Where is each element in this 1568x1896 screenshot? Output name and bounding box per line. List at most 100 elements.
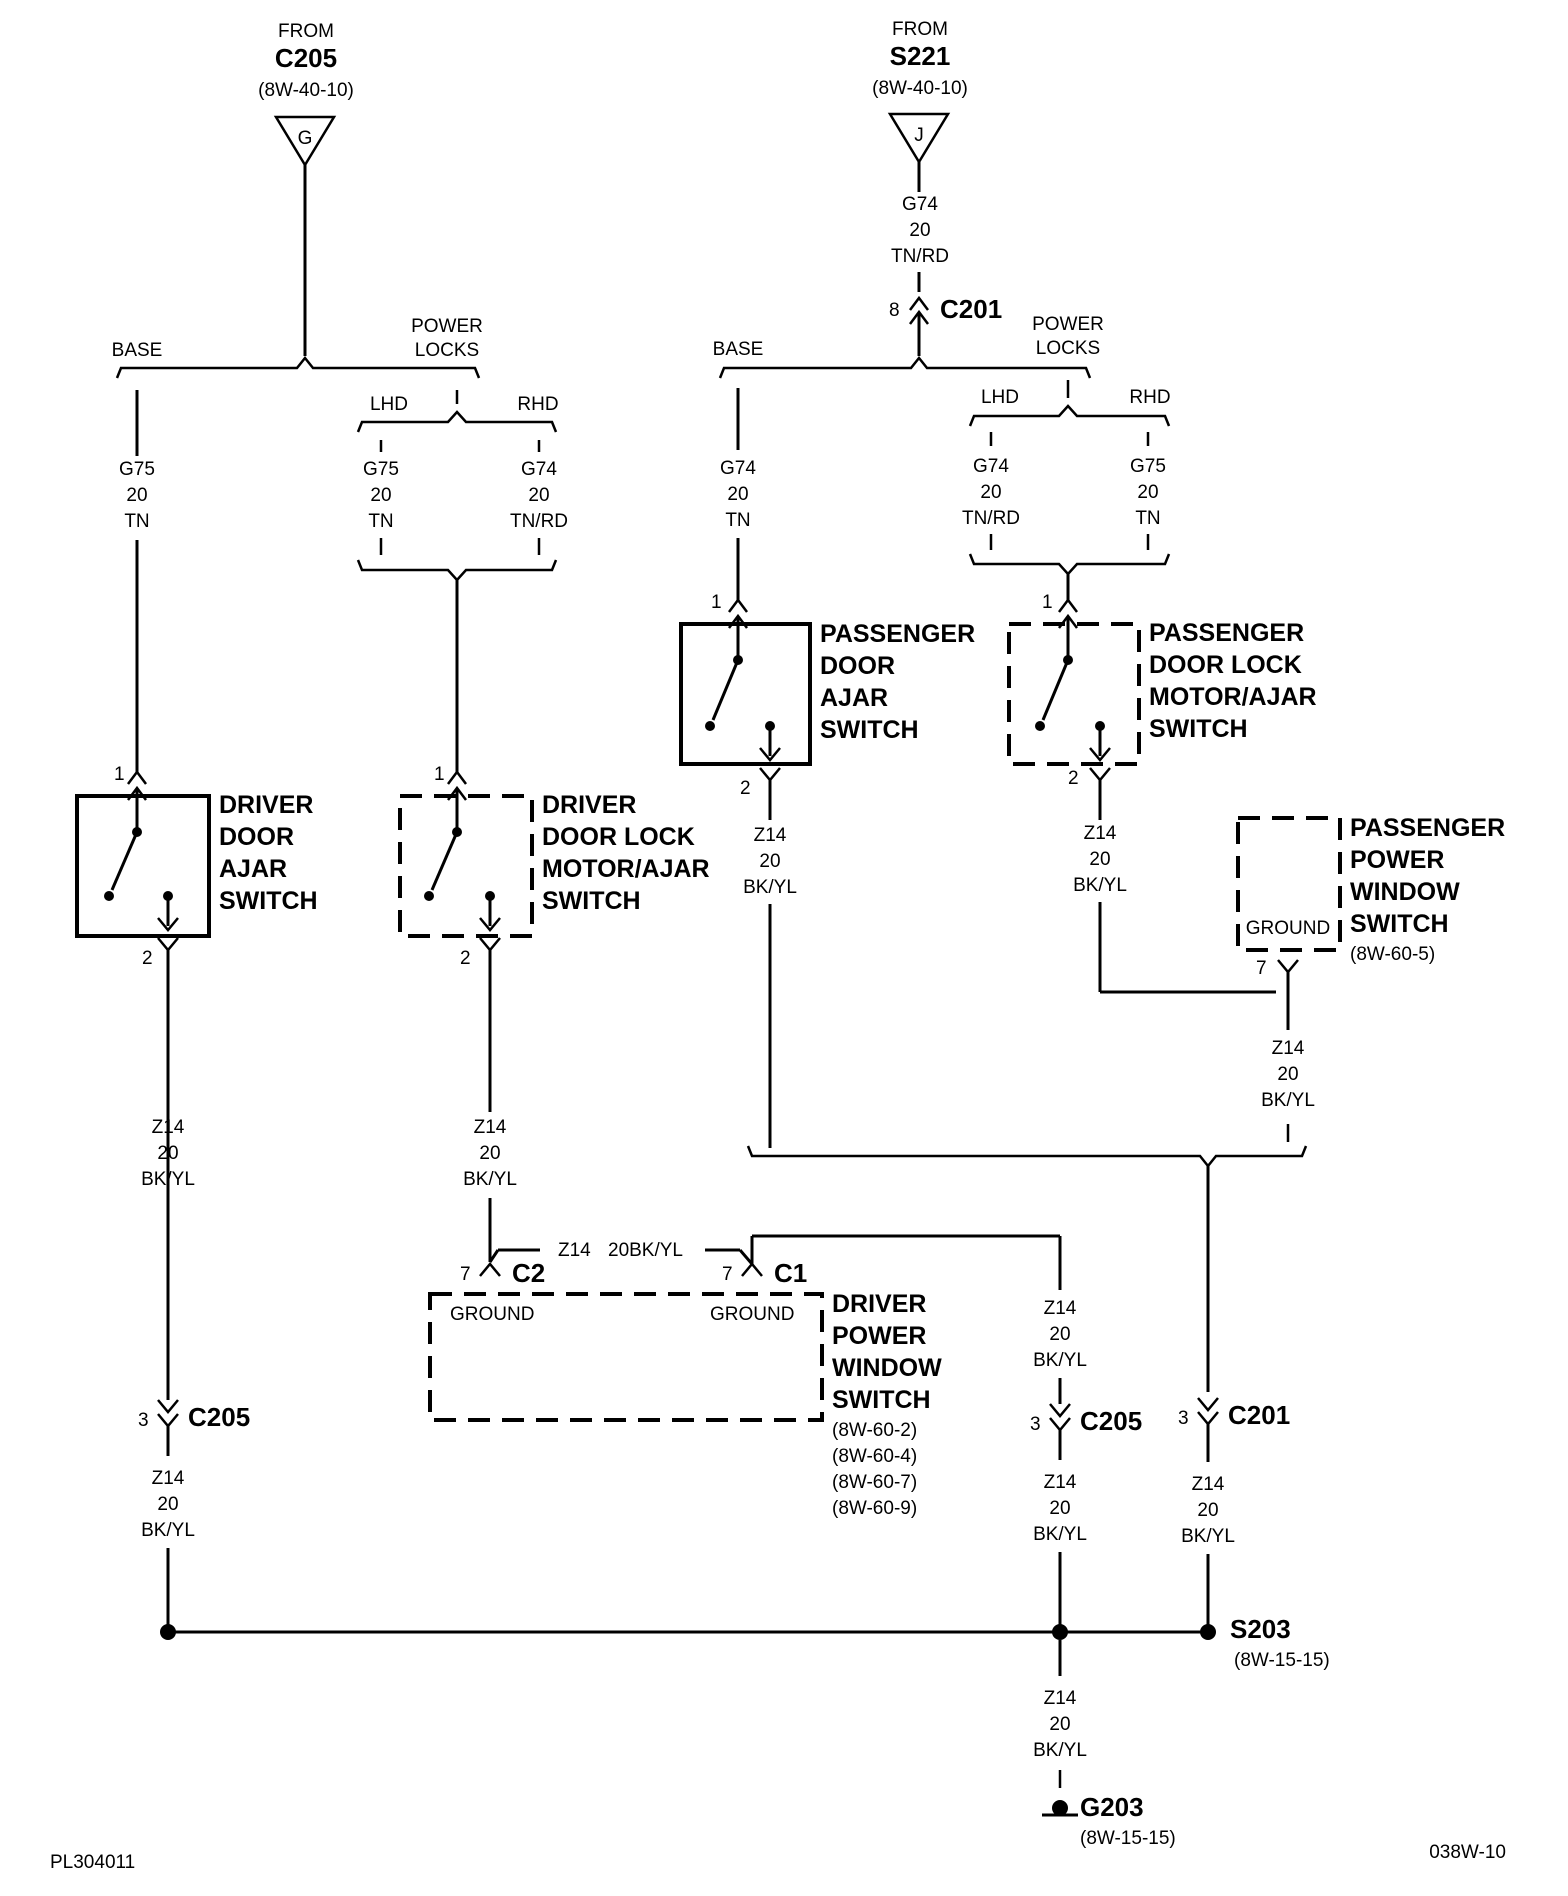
svg-text:20: 20: [126, 485, 147, 506]
svg-text:FROM: FROM: [892, 19, 948, 40]
ground-g203: Z14 20 BK/YL G203 (8W-15-15): [1033, 1640, 1176, 1849]
svg-text:Z14: Z14: [152, 1468, 185, 1489]
svg-text:SWITCH: SWITCH: [542, 887, 641, 915]
svg-text:G75: G75: [119, 459, 155, 480]
svg-text:SWITCH: SWITCH: [1350, 910, 1449, 938]
svg-text:2: 2: [142, 948, 153, 969]
svg-text:WINDOW: WINDOW: [832, 1354, 942, 1382]
bracket-left-merge: [356, 538, 558, 772]
svg-text:LHD: LHD: [981, 387, 1019, 408]
svg-text:Z14: Z14: [1192, 1474, 1225, 1495]
svg-text:POWER: POWER: [1032, 314, 1104, 335]
svg-text:C201: C201: [1228, 1400, 1290, 1430]
svg-text:MOTOR/AJAR: MOTOR/AJAR: [1149, 683, 1317, 711]
input-c205: FROM C205 (8W-40-10) G: [258, 21, 354, 356]
driver-power-window-switch: Z14 20BK/YL 7 C2 7 C1 GROUND GROUND DRIV…: [428, 1234, 1062, 1519]
svg-text:DRIVER: DRIVER: [542, 791, 636, 819]
driver-door-lock-motor-ajar-switch: 1 2 DRIVER DOOR LOCK MOTOR/AJAR SWITCH: [398, 764, 710, 1112]
svg-text:3: 3: [1178, 1408, 1189, 1429]
svg-text:2: 2: [740, 778, 751, 799]
svg-text:7: 7: [460, 1264, 471, 1285]
svg-text:DOOR LOCK: DOOR LOCK: [542, 823, 695, 851]
svg-text:BK/YL: BK/YL: [1033, 1740, 1087, 1761]
svg-text:(8W-60-7): (8W-60-7): [832, 1472, 917, 1493]
svg-text:DOOR LOCK: DOOR LOCK: [1149, 651, 1302, 679]
svg-text:20: 20: [1197, 1500, 1218, 1521]
svg-text:C205: C205: [275, 43, 337, 73]
passenger-door-lock-motor-ajar-switch: 1 2 PASSENGER DOOR LOCK MOTOR/AJAR SWITC…: [1007, 592, 1317, 820]
svg-text:TN/RD: TN/RD: [962, 508, 1020, 529]
svg-text:LOCKS: LOCKS: [415, 340, 479, 361]
svg-text:2: 2: [1068, 768, 1079, 789]
svg-text:TN: TN: [1135, 508, 1160, 529]
svg-text:(8W-60-2): (8W-60-2): [832, 1420, 917, 1441]
svg-text:DRIVER: DRIVER: [219, 791, 313, 819]
passenger-door-ajar-switch: 1 2 PASSENGER DOOR AJAR SWITCH: [679, 592, 975, 820]
svg-text:BK/YL: BK/YL: [141, 1520, 195, 1541]
svg-text:GROUND: GROUND: [710, 1304, 794, 1325]
wire-label-z14-pass-lock: Z14 20 BK/YL: [1073, 823, 1127, 896]
svg-text:G: G: [298, 128, 313, 149]
svg-text:C205: C205: [1080, 1406, 1142, 1436]
svg-text:G75: G75: [1130, 456, 1166, 477]
svg-text:BK/YL: BK/YL: [1073, 875, 1127, 896]
svg-text:Z14: Z14: [1044, 1688, 1077, 1709]
svg-text:SWITCH: SWITCH: [820, 716, 919, 744]
wire-label-z14-driver-lock: Z14 20 BK/YL: [463, 1117, 517, 1190]
svg-text:PASSENGER: PASSENGER: [1350, 814, 1505, 842]
wire-label-g75-rhd: G75 20 TN: [1130, 456, 1166, 529]
svg-text:BK/YL: BK/YL: [1033, 1524, 1087, 1545]
svg-text:20: 20: [727, 484, 748, 505]
svg-text:RHD: RHD: [1129, 387, 1170, 408]
svg-text:TN: TN: [725, 510, 750, 531]
svg-text:8: 8: [889, 300, 900, 321]
svg-text:20: 20: [1049, 1324, 1070, 1345]
svg-text:S203: S203: [1230, 1614, 1291, 1644]
svg-text:G203: G203: [1080, 1792, 1144, 1822]
svg-text:Z14: Z14: [1044, 1298, 1077, 1319]
svg-text:FROM: FROM: [278, 21, 334, 42]
svg-text:20: 20: [980, 482, 1001, 503]
footer-right-code: 038W-10: [1429, 1842, 1506, 1863]
svg-text:G74: G74: [902, 194, 938, 215]
svg-text:BK/YL: BK/YL: [463, 1169, 517, 1190]
svg-text:POWER: POWER: [411, 316, 483, 337]
svg-text:SWITCH: SWITCH: [832, 1386, 931, 1414]
svg-text:2: 2: [460, 948, 471, 969]
svg-text:BK/YL: BK/YL: [141, 1169, 195, 1190]
svg-text:20: 20: [909, 220, 930, 241]
wire-label-z14-pass-ajar: Z14 20 BK/YL: [743, 825, 797, 898]
svg-text:Z14: Z14: [558, 1240, 591, 1261]
svg-text:(8W-60-9): (8W-60-9): [832, 1498, 917, 1519]
connector-c201-right: 3 C201 Z14 20 BK/YL: [1178, 1397, 1290, 1632]
svg-text:AJAR: AJAR: [820, 684, 888, 712]
svg-text:3: 3: [1030, 1414, 1041, 1435]
svg-text:AJAR: AJAR: [219, 855, 287, 883]
svg-text:LOCKS: LOCKS: [1036, 338, 1100, 359]
svg-text:TN/RD: TN/RD: [510, 511, 568, 532]
svg-text:C2: C2: [512, 1258, 545, 1288]
svg-text:BK/YL: BK/YL: [1181, 1526, 1235, 1547]
svg-text:TN: TN: [368, 511, 393, 532]
bracket-left-top: BASE POWER LOCKS: [112, 316, 483, 456]
bracket-right-merge: [968, 534, 1171, 600]
svg-text:7: 7: [722, 1264, 733, 1285]
svg-text:TN/RD: TN/RD: [891, 246, 949, 267]
splice-s203: S203 (8W-15-15): [1230, 1614, 1330, 1671]
svg-text:(8W-60-4): (8W-60-4): [832, 1446, 917, 1467]
wire-label-z14-pass-window: Z14 20 BK/YL: [1261, 1038, 1315, 1111]
svg-text:POWER: POWER: [832, 1322, 926, 1350]
svg-text:1: 1: [114, 764, 125, 785]
svg-text:PASSENGER: PASSENGER: [1149, 619, 1304, 647]
svg-text:BK/YL: BK/YL: [743, 877, 797, 898]
svg-text:J: J: [914, 125, 924, 146]
svg-text:G74: G74: [521, 459, 557, 480]
svg-text:(8W-15-15): (8W-15-15): [1080, 1828, 1176, 1849]
svg-text:20: 20: [1049, 1498, 1070, 1519]
svg-text:BK/YL: BK/YL: [1261, 1090, 1315, 1111]
wire-label-g75-base: G75 20 TN: [119, 459, 155, 532]
svg-text:TN: TN: [124, 511, 149, 532]
input-s221: FROM S221 (8W-40-10) J G74 20 TN/RD 8 C2…: [872, 19, 1002, 356]
svg-text:BK/YL: BK/YL: [1033, 1350, 1087, 1371]
